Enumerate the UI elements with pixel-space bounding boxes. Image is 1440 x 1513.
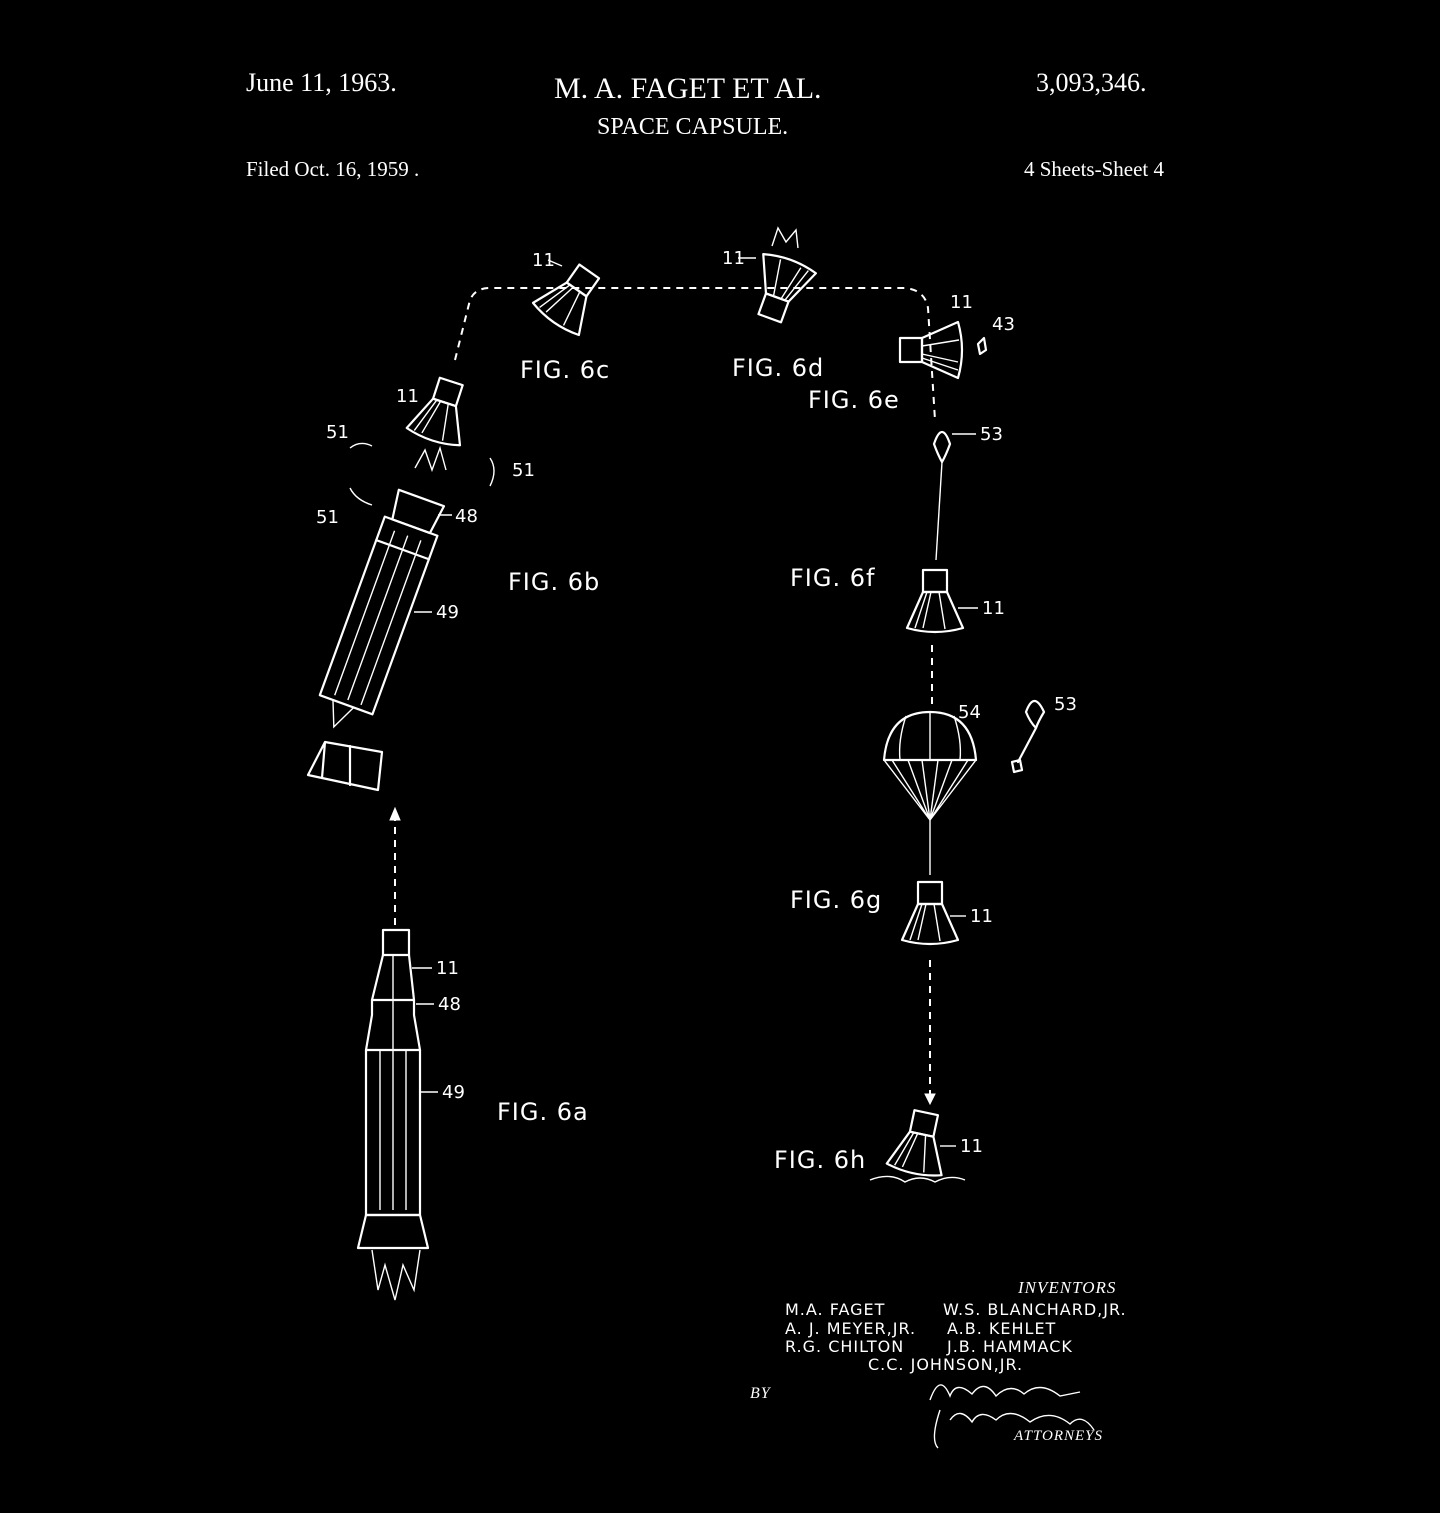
fig-6e-retro-pack (976, 336, 988, 356)
patent-date: June 11, 1963. (246, 68, 397, 97)
attorney-signature-1 (929, 1384, 1081, 1401)
fig-6d-capsule (742, 249, 819, 329)
inventor-meyer: A. J. MEYER,JR. (785, 1319, 917, 1338)
fig-6b-capsule (404, 371, 480, 451)
ref-51-c: 51 (316, 507, 339, 528)
inventor-blanchard: W.S. BLANCHARD,JR. (943, 1300, 1127, 1319)
ref-48-fig6a: 48 (438, 994, 461, 1015)
leaders-fig6a (412, 967, 438, 1093)
attorney-signature-2 (933, 1409, 1095, 1449)
ref-51-b: 51 (512, 460, 535, 481)
fig-6g-label: FIG. 6g (790, 886, 882, 914)
trajectory-path (454, 287, 936, 421)
fig-6c-label: FIG. 6c (520, 356, 610, 384)
fig-6b-booster (318, 488, 446, 729)
filed-date: Filed Oct. 16, 1959 . (246, 157, 420, 181)
inventor-faget: M.A. FAGET (785, 1300, 886, 1319)
sheet-count: 4 Sheets-Sheet 4 (1024, 157, 1164, 181)
invention-title: SPACE CAPSULE. (597, 114, 789, 140)
ref-49-fig6b: 49 (436, 602, 459, 623)
ref-43: 43 (992, 314, 1015, 335)
ref-11-fig6f: 11 (982, 598, 1005, 619)
fig-6g-main-chute (882, 710, 978, 875)
leaders-fig6b (414, 514, 452, 613)
ref-49-fig6a: 49 (442, 1082, 465, 1103)
leader-fig6c (547, 259, 563, 267)
inventors-label: INVENTORS (1018, 1278, 1117, 1297)
ref-11-fig6d: 11 (722, 248, 745, 269)
fig-6h-label: FIG. 6h (774, 1146, 866, 1174)
ref-48-fig6b: 48 (455, 506, 478, 527)
attorneys-label: ATTORNEYS (1014, 1428, 1104, 1444)
fig-6g-discarded-drogue (1010, 699, 1046, 774)
fig-6b-label: FIG. 6b (508, 568, 600, 596)
trajectory-descent-arrow (924, 1093, 936, 1106)
fragments-51 (349, 442, 495, 506)
inventor-johnson: C.C. JOHNSON,JR. (868, 1355, 1024, 1374)
ref-54: 54 (958, 702, 981, 723)
fig-6f-drogue-chute (932, 430, 952, 464)
trajectory-ascent-arrow (389, 806, 401, 821)
fig-6b-jettisoned-part (306, 740, 384, 792)
fig-6d-burst (771, 226, 799, 249)
ref-11-fig6g: 11 (970, 906, 993, 927)
ref-53-fig6g: 53 (1054, 694, 1077, 715)
fig-6a-label: FIG. 6a (497, 1098, 589, 1126)
ref-11-fig6a: 11 (436, 958, 459, 979)
ref-11-fig6c: 11 (532, 250, 555, 271)
fig-6f-capsule (905, 568, 965, 634)
inventor-title: M. A. FAGET ET AL. (554, 72, 822, 105)
fig-6b-escape-flame (414, 445, 447, 473)
fig-6e-label: FIG. 6e (808, 386, 900, 414)
inventor-kehlet: A.B. KEHLET (947, 1319, 1057, 1338)
by-label: BY (750, 1385, 771, 1402)
inventor-hammack: J.B. HAMMACK (947, 1337, 1073, 1356)
fig-6h-capsule (884, 1105, 955, 1181)
ref-11-fig6e: 11 (950, 292, 973, 313)
ref-11-fig6b: 11 (396, 386, 419, 407)
fig-6f-label: FIG. 6f (790, 564, 875, 592)
ref-11-fig6h: 11 (960, 1136, 983, 1157)
fig-6d-label: FIG. 6d (732, 354, 824, 382)
inventor-chilton: R.G. CHILTON (785, 1337, 905, 1356)
fig-6g-capsule (900, 880, 960, 946)
fig-6f-riser (935, 461, 943, 561)
ref-51-a: 51 (326, 422, 349, 443)
fig-6h-water-splash (869, 1175, 966, 1183)
fig-6a-rocket (356, 928, 430, 1301)
patent-number: 3,093,346. (1036, 68, 1147, 97)
ref-53-fig6f: 53 (980, 424, 1003, 445)
